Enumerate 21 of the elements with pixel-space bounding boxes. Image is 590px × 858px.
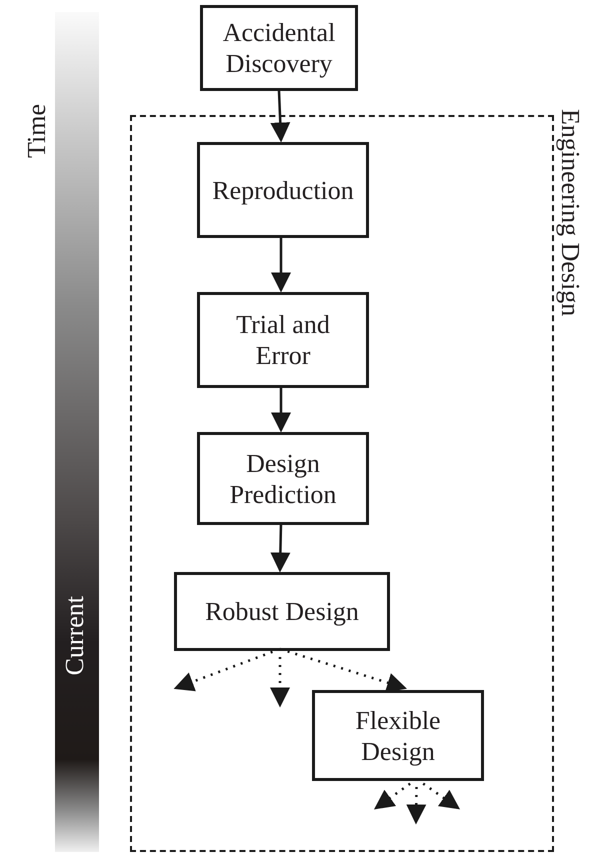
axis-label: Time	[22, 104, 52, 158]
arrow	[271, 386, 291, 432]
box-label: Design Prediction	[228, 448, 338, 510]
box-label: Trial and Error	[235, 309, 331, 371]
process-box	[200, 5, 358, 91]
process-box	[312, 690, 484, 781]
dotted-arrow	[174, 648, 280, 692]
box-label: Accidental Discovery	[222, 17, 336, 79]
arrow	[270, 522, 290, 572]
process-box	[197, 432, 369, 525]
axis-label: Current	[60, 596, 90, 676]
process-box	[197, 292, 369, 388]
arrow	[271, 236, 291, 292]
box-label: Flexible Design	[354, 704, 442, 766]
box-label: Robust Design	[204, 596, 360, 627]
group-title: Engineering Design	[556, 109, 584, 316]
process-box	[197, 142, 369, 238]
box-label: Reproduction	[211, 174, 355, 206]
dotted-arrow	[280, 648, 407, 692]
process-box	[174, 572, 390, 651]
arrow	[270, 90, 290, 142]
